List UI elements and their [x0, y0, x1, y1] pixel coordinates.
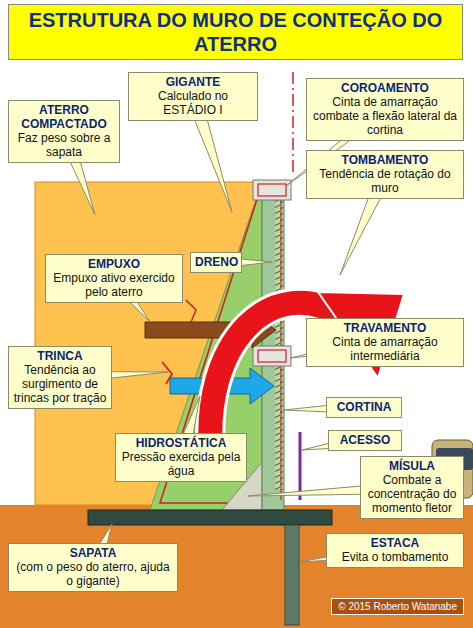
drain	[275, 200, 283, 490]
callout-box: DRENO	[190, 252, 242, 273]
bracing-beam	[253, 346, 291, 366]
callout-box: TRAVAMENTOCinta de amarração intermediár…	[306, 318, 464, 367]
callout-text: Calculado no ESTÁDIO I	[133, 89, 253, 117]
callout-box: CORTINA	[326, 397, 402, 418]
callout-box: EMPUXOEmpuxo ativo exercido pelo aterro	[45, 254, 183, 303]
callout-text: Pressão exercida pela água	[120, 450, 242, 478]
callout-heading: SAPATA	[13, 546, 173, 560]
callout-heading: TRAVAMENTO	[311, 321, 459, 335]
callout-text: Empuxo ativo exercido pelo aterro	[50, 271, 178, 299]
callout-heading: EMPUXO	[50, 257, 178, 271]
callout-text: Cinta de amarração combate a flexão late…	[311, 95, 459, 137]
callout-box: ACESSO	[328, 430, 402, 451]
pile	[285, 525, 299, 625]
crown-beam-rebar	[258, 184, 286, 196]
footing	[88, 510, 332, 525]
bracing-beam-rebar	[258, 350, 286, 362]
access-line	[299, 432, 302, 500]
callout-text: Tendência ao surgimento de trincas por t…	[13, 363, 107, 405]
callout-heading: ESTACA	[331, 536, 459, 550]
callout-box: GIGANTECalculado no ESTÁDIO I	[128, 72, 258, 121]
crack	[186, 300, 196, 322]
crown-beam	[253, 180, 291, 200]
callout-box: COROAMENTOCinta de amarração combate a f…	[306, 78, 464, 141]
callout-text: Combate a concentração do momento fletor	[365, 473, 459, 515]
callout-box: MÍSULACombate a concentração do momento …	[360, 456, 464, 519]
callout-text: (com o peso do aterro, ajuda o gigante)	[13, 560, 173, 588]
ground	[0, 505, 473, 628]
callout-heading: GIGANTE	[133, 75, 253, 89]
callout-box: HIDROSTÁTICAPressão exercida pela água	[115, 433, 247, 482]
callout-box: ATERRO COMPACTADOFaz peso sobre a sapata	[8, 100, 120, 163]
callout-heading: ATERRO COMPACTADO	[13, 103, 115, 131]
callout-box: SAPATA(com o peso do aterro, ajuda o gig…	[8, 543, 178, 592]
centerline	[292, 72, 294, 176]
callout-heading: ACESSO	[333, 433, 397, 447]
callout-box: ESTACAEvita o tombamento	[326, 533, 464, 568]
copyright-label: © 2015 Roberto Watanabe	[331, 598, 464, 615]
callout-text: Tendência de rotação do muro	[311, 167, 459, 195]
callout-box: TOMBAMENTOTendência de rotação do muro	[306, 150, 464, 199]
callout-text: Evita o tombamento	[331, 550, 459, 564]
callout-heading: COROAMENTO	[311, 81, 459, 95]
callout-heading: CORTINA	[331, 400, 397, 414]
title: ESTRUTURA DO MURO DE CONTEÇÃO DO ATERRO	[9, 8, 462, 56]
callout-heading: TOMBAMENTO	[311, 153, 459, 167]
callout-heading: MÍSULA	[365, 459, 459, 473]
callout-text: Faz peso sobre a sapata	[13, 131, 115, 159]
callout-heading: DRENO	[195, 255, 237, 269]
callout-box: TRINCATendência ao surgimento de trincas…	[8, 346, 112, 409]
callout-heading: TRINCA	[13, 349, 107, 363]
callout-text: Cinta de amarração intermediária	[311, 335, 459, 363]
title-box: ESTRUTURA DO MURO DE CONTEÇÃO DO ATERRO	[8, 4, 463, 60]
callout-heading: HIDROSTÁTICA	[120, 436, 242, 450]
